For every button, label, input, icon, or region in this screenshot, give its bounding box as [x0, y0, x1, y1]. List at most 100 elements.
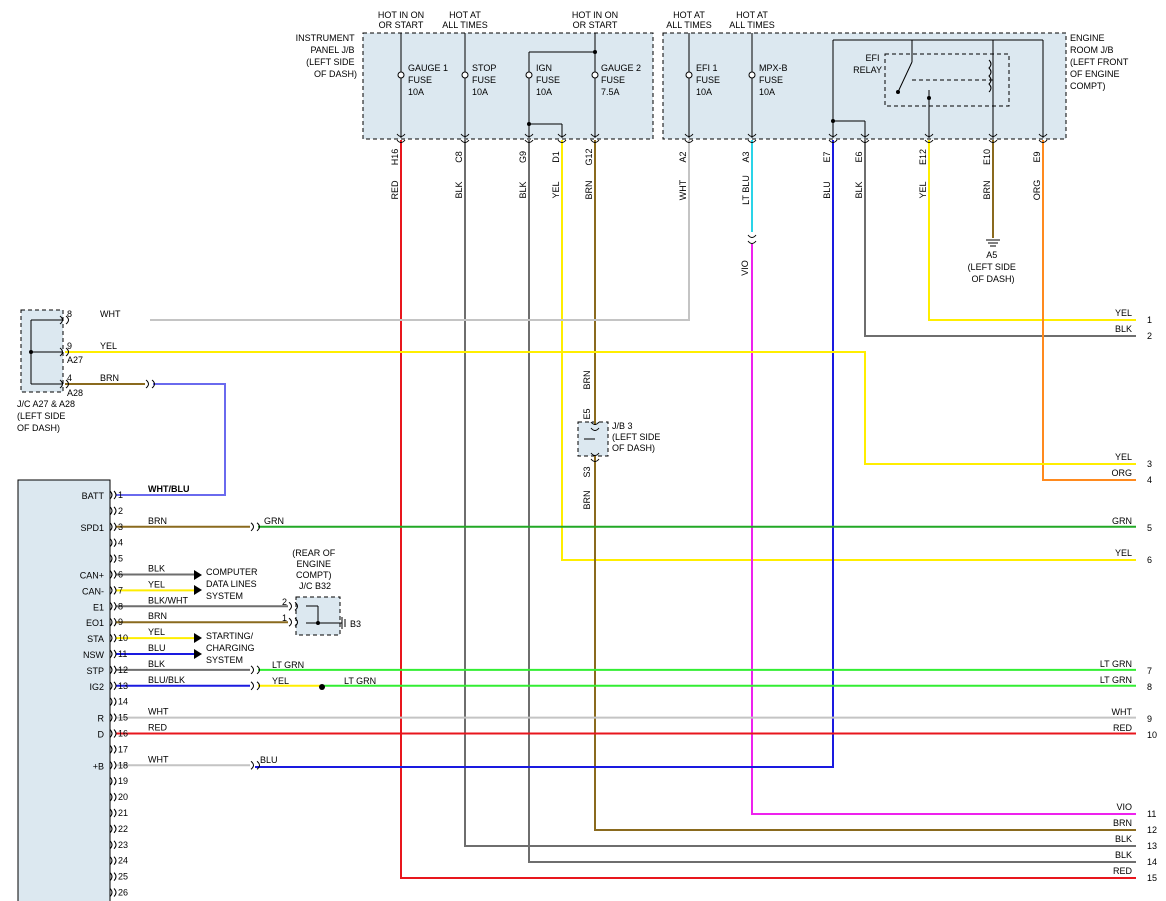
output-wire-11: VIO — [1116, 802, 1132, 812]
ecu-pin-16: 16 — [118, 729, 128, 739]
ecu-wire-6: BLK — [148, 564, 165, 574]
output-num-8: 8 — [1147, 682, 1152, 692]
arc-jb3-bottom — [590, 452, 600, 462]
terminal-arc-9 — [924, 133, 934, 143]
terminal-pin-g9: G9 — [518, 151, 528, 163]
ecu-pin-13: 13 — [118, 681, 128, 691]
output-wire-4: ORG — [1111, 468, 1132, 478]
jc-a27-pin-4: 4 — [67, 373, 72, 383]
ecu-pin-arc-9 — [109, 617, 117, 627]
output-wire-2: BLK — [1115, 324, 1132, 334]
ecu-pin-26: 26 — [118, 888, 128, 898]
mid-wire-blu: BLU — [260, 755, 278, 765]
ecu-pin-arc-20 — [109, 792, 117, 802]
terminal-pin-a2: A2 — [678, 151, 688, 162]
output-num-13: 13 — [1147, 841, 1157, 851]
terminal-wire-a2: WHT — [678, 179, 688, 200]
ecu-wire-12: BLK — [148, 659, 165, 669]
fuse-internals — [397, 33, 1044, 138]
wire-brn-g12-bottom — [594, 456, 1136, 831]
ecu-pin-arc-11 — [109, 649, 117, 659]
splice-dot — [319, 684, 325, 690]
ecu-pin-arc-10 — [109, 633, 117, 643]
output-num-4: 4 — [1147, 475, 1152, 485]
terminal-arc-6 — [747, 133, 757, 143]
ecu-pin-arc-16 — [109, 729, 117, 738]
output-wire-8: LT GRN — [1100, 675, 1132, 685]
wires — [65, 140, 1136, 879]
ecu-pin-arc-14 — [109, 697, 117, 707]
ecu-pin-10: 10 — [118, 633, 128, 643]
wire-blk-g9 — [528, 140, 1136, 863]
jc-a27-wire-wht: WHT — [100, 309, 121, 319]
output-num-5: 5 — [1147, 523, 1152, 533]
terminal-arc-0 — [396, 133, 406, 143]
engine-ecu-box — [17, 479, 111, 901]
arc-spd1 — [250, 522, 260, 532]
terminal-wire-e7: BLU — [822, 181, 832, 199]
ecu-pin-arc-15 — [109, 713, 117, 722]
jc-b32-label: (REAR OF ENGINE COMPT) J/C B32 — [292, 548, 338, 591]
ecu-pin-arc-17 — [109, 745, 117, 754]
ecu-rows: 1BATTWHT/BLU23SPD1BRN456CAN+BLK7CAN-YEL8… — [80, 484, 190, 898]
ecu-pin-arc-26 — [109, 888, 117, 897]
jb3-pin-e5: E5 — [582, 408, 592, 419]
output-num-7: 7 — [1147, 666, 1152, 676]
ecu-pin-11: 11 — [118, 649, 127, 659]
terminal-pin-e9: E9 — [1032, 151, 1042, 162]
output-num-12: 12 — [1147, 825, 1157, 835]
terminal-pin-e12: E12 — [918, 149, 928, 165]
ecu-pin-arc-12 — [109, 665, 117, 675]
vio-label: VIO — [740, 260, 750, 276]
terminal-pin-h16: H16 — [390, 149, 400, 166]
ecu-pin-arc-3 — [109, 522, 117, 532]
ecu-pin-25: 25 — [118, 872, 128, 882]
system-arrows — [194, 570, 202, 659]
wire-vio — [751, 244, 1136, 815]
terminal-arc-10 — [988, 133, 998, 143]
terminal-wire-g9: BLK — [518, 181, 528, 198]
wire-whtblu-batt — [116, 383, 226, 496]
arc-b32-2 — [288, 601, 298, 611]
ecu-pin-1: 1 — [118, 490, 123, 500]
ecu-pin-14: 14 — [118, 697, 128, 707]
terminal-arc-2 — [524, 133, 534, 143]
ecu-wire-3: BRN — [148, 516, 167, 526]
instrument-panel-jb-box — [362, 32, 654, 140]
ecu-pin-20: 20 — [118, 792, 128, 802]
output-wire-6: YEL — [1115, 548, 1132, 558]
ecu-pin-9: 9 — [118, 617, 123, 627]
ecu-wire-10: YEL — [148, 627, 165, 637]
ecu-label-spd1: SPD1 — [80, 523, 104, 533]
mid-wire-ltgrn: LT GRN — [272, 660, 304, 670]
ecu-pin-arc-1 — [109, 490, 117, 500]
ecu-pin-arc-8 — [109, 601, 117, 611]
output-wire-3: YEL — [1115, 452, 1132, 462]
arc-plusb — [250, 760, 260, 770]
ecu-pin-17: 17 — [118, 744, 128, 754]
wire-wht-a2 — [150, 140, 690, 321]
ecu-wire-11: BLU — [148, 643, 166, 653]
ecu-pin-arc-2 — [109, 506, 117, 516]
wire-blu-e7 — [255, 140, 834, 768]
mid-wire-yel: YEL — [272, 676, 289, 686]
ecu-label-stp: STP — [86, 666, 104, 676]
jc-b32-pin-1: 1 — [282, 613, 287, 623]
output-wire-15: RED — [1113, 866, 1133, 876]
wire-yel-e12 — [928, 140, 1136, 321]
mid-wire-grn: GRN — [264, 516, 284, 526]
jc-a27-wire-brn: BRN — [100, 373, 119, 383]
terminal-arc-1 — [460, 133, 470, 143]
wire-red-h16 — [400, 140, 1136, 879]
terminal-wire-d1: YEL — [551, 181, 561, 198]
ecu-label-e1: E1 — [93, 602, 104, 612]
ecu-wire-1: WHT/BLU — [148, 484, 190, 494]
ecu-label-can: CAN+ — [80, 571, 104, 581]
ecu-label-sta: STA — [87, 634, 104, 644]
ecu-label-b: +B — [93, 761, 104, 771]
jc-a27-pin-8: 8 — [67, 309, 72, 319]
